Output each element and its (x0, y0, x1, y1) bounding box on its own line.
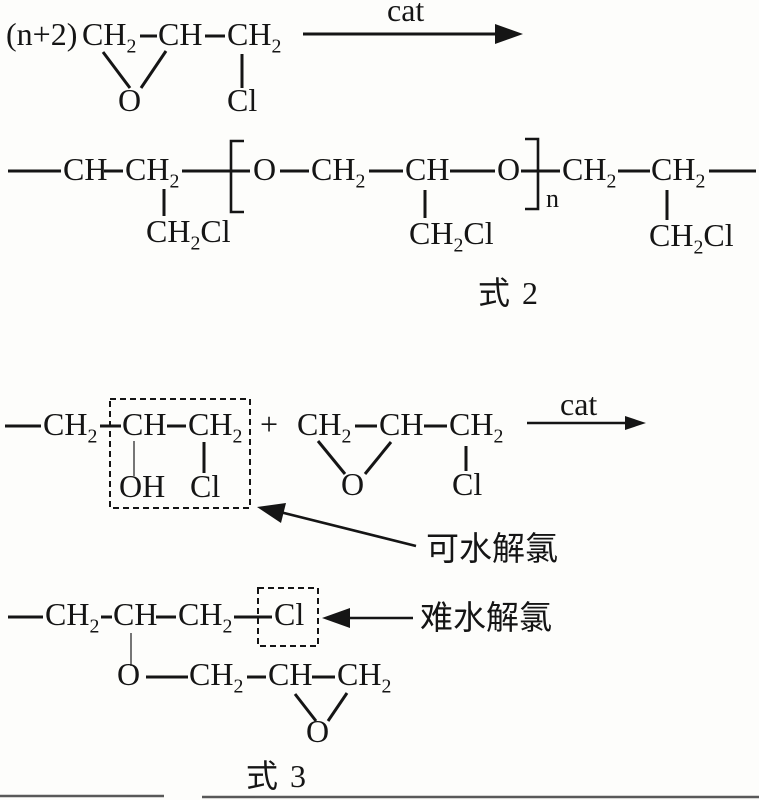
f3-sidechain-ch: CH (268, 656, 313, 692)
formula3-caption: 式 3 (246, 758, 309, 794)
f2-product-ch: CH (63, 151, 108, 187)
f3-product-ether-o: O (117, 656, 141, 692)
f2-product-ch2: CH2 (562, 151, 617, 193)
f2-reactant-ch2-b: CH2 (227, 16, 282, 58)
f3-catalyst-label: cat (560, 386, 598, 422)
formula2-caption: 式 2 (478, 275, 541, 311)
stoich-coefficient: (n+2) (6, 16, 78, 52)
epoxide-bond (293, 693, 318, 722)
f3-product-ch2: CH2 (45, 596, 100, 638)
f3-sidechain-ch2: CH2 (189, 656, 244, 698)
f3-polymer-ch: CH (122, 406, 167, 442)
f2-pendant-ch2cl: CH2Cl (146, 213, 231, 255)
nonhydrolyzable-cl-annotation: 难水解氯 (420, 601, 552, 637)
reaction-arrowhead (625, 416, 646, 430)
f2-reactant-ch: CH (158, 16, 203, 52)
f2-reactant-ch2-a: CH2 (82, 16, 137, 58)
f3-polymer-ch2: CH2 (43, 406, 98, 448)
left-bracket (229, 139, 244, 214)
epoxide-bond (363, 441, 393, 475)
epoxide-bond (101, 51, 132, 89)
annotation-arrowhead (257, 503, 286, 523)
annotation-arrow-shaft (279, 510, 417, 548)
f3-monomer-ch2-b: CH2 (449, 406, 504, 448)
f2-product-o: O (497, 151, 521, 187)
annotation-arrowhead (322, 608, 350, 628)
repeat-subscript-n: n (546, 184, 559, 213)
nonhydrolyzable-cl-box (257, 587, 319, 647)
hydrolyzable-cl-box (109, 398, 251, 509)
epoxide-bond (326, 692, 349, 722)
f2-pendant-ch2cl: CH2Cl (649, 217, 734, 259)
epoxide-bond (316, 440, 347, 475)
f2-reactant-epoxide-o: O (118, 82, 142, 118)
f3-monomer-ch: CH (379, 406, 424, 442)
f3-polymer-ch2: CH2 (188, 406, 243, 448)
f3-polymer-cl: Cl (190, 468, 221, 504)
f2-catalyst-label: cat (387, 0, 425, 28)
f3-product-boxed-cl: Cl (274, 596, 305, 632)
hydrolyzable-cl-annotation: 可水解氯 (426, 532, 558, 568)
f3-sidechain-ch2: CH2 (337, 656, 392, 698)
f3-monomer-ch2-a: CH2 (297, 406, 352, 448)
f2-product-ch2: CH2 (311, 151, 366, 193)
f3-monomer-epoxide-o: O (341, 466, 365, 502)
f3-sidechain-epoxide-o: O (306, 713, 330, 749)
f2-reactant-cl: Cl (227, 82, 258, 118)
f2-pendant-ch2cl: CH2Cl (409, 215, 494, 257)
f2-product-o: O (253, 151, 277, 187)
right-bracket (525, 137, 540, 211)
f3-product-ch2: CH2 (178, 596, 233, 638)
f3-monomer-cl: Cl (452, 466, 483, 502)
reaction-arrowhead (495, 24, 523, 44)
f2-product-ch: CH (405, 151, 450, 187)
epoxide-bond (139, 50, 168, 89)
f3-polymer-oh: OH (119, 468, 166, 504)
f3-product-ch: CH (113, 596, 158, 632)
plus-sign: + (260, 406, 279, 442)
f2-product-ch2: CH2 (651, 151, 706, 193)
f2-product-ch2: CH2 (125, 151, 180, 193)
